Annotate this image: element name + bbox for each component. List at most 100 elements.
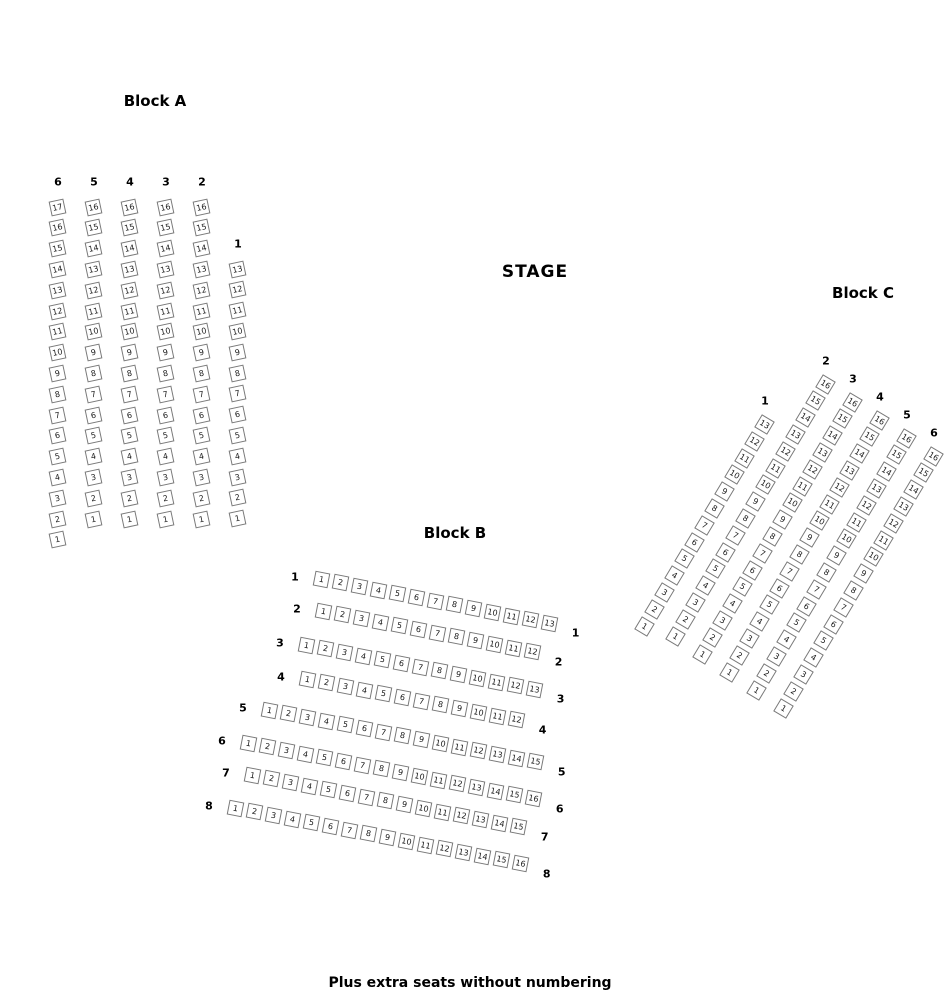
seat-a-row2-7[interactable]: 7 xyxy=(192,385,210,404)
seat-c-row6-9[interactable]: 9 xyxy=(852,563,874,584)
seat-b-row4-8[interactable]: 8 xyxy=(431,696,450,714)
seat-b-row2-7[interactable]: 7 xyxy=(428,624,447,642)
seat-c-row2-13[interactable]: 13 xyxy=(784,424,806,445)
seat-b-row5-14[interactable]: 14 xyxy=(507,749,526,767)
seat-c-row2-2[interactable]: 2 xyxy=(674,608,696,630)
seat-c-row2-8[interactable]: 8 xyxy=(734,508,756,529)
seat-a-row3-9[interactable]: 9 xyxy=(156,343,174,362)
seat-c-row6-16[interactable]: 16 xyxy=(922,445,944,467)
seat-a-row3-16[interactable]: 16 xyxy=(156,198,174,216)
seat-c-row3-7[interactable]: 7 xyxy=(751,542,773,564)
seat-a-row1-2[interactable]: 2 xyxy=(228,488,246,507)
seat-b-row2-8[interactable]: 8 xyxy=(447,628,466,646)
seat-c-row2-14[interactable]: 14 xyxy=(794,407,816,428)
seat-b-row7-8[interactable]: 8 xyxy=(376,792,395,810)
seat-b-row6-4[interactable]: 4 xyxy=(296,745,314,763)
seat-c-row1-12[interactable]: 12 xyxy=(743,430,765,452)
seat-b-row8-14[interactable]: 14 xyxy=(473,847,492,865)
seat-a-row6-16[interactable]: 16 xyxy=(48,218,66,237)
seat-b-row7-7[interactable]: 7 xyxy=(357,788,376,806)
seat-b-row1-9[interactable]: 9 xyxy=(464,599,483,618)
seat-a-row6-2[interactable]: 2 xyxy=(48,510,66,528)
seat-c-row2-6[interactable]: 6 xyxy=(714,541,736,563)
seat-b-row5-8[interactable]: 8 xyxy=(393,727,412,745)
seat-b-row3-4[interactable]: 4 xyxy=(354,647,372,665)
seat-a-row3-4[interactable]: 4 xyxy=(156,447,174,466)
seat-c-row3-10[interactable]: 10 xyxy=(781,492,803,514)
seat-c-row4-13[interactable]: 13 xyxy=(838,460,860,481)
seat-b-row8-5[interactable]: 5 xyxy=(302,814,320,832)
seat-a-row6-6[interactable]: 6 xyxy=(48,426,66,445)
seat-c-row4-7[interactable]: 7 xyxy=(778,560,800,582)
seat-a-row6-10[interactable]: 10 xyxy=(48,343,66,362)
seat-a-row1-12[interactable]: 12 xyxy=(228,280,246,299)
seat-b-row2-1[interactable]: 1 xyxy=(314,602,332,620)
seat-c-row1-8[interactable]: 8 xyxy=(703,498,725,519)
seat-b-row3-6[interactable]: 6 xyxy=(392,654,411,673)
seat-c-row2-16[interactable]: 16 xyxy=(814,373,836,395)
seat-b-row6-7[interactable]: 7 xyxy=(353,756,372,774)
seat-c-row3-2[interactable]: 2 xyxy=(701,626,723,648)
seat-b-row1-6[interactable]: 6 xyxy=(407,588,426,607)
seat-b-row3-12[interactable]: 12 xyxy=(506,676,525,695)
seat-a-row3-7[interactable]: 7 xyxy=(156,385,174,404)
seat-b-row2-12[interactable]: 12 xyxy=(523,642,542,661)
seat-b-row5-4[interactable]: 4 xyxy=(317,712,335,730)
seat-c-row4-1[interactable]: 1 xyxy=(718,661,740,683)
seat-b-row6-16[interactable]: 16 xyxy=(524,789,543,808)
seat-a-row3-1[interactable]: 1 xyxy=(156,510,174,528)
seat-b-row5-12[interactable]: 12 xyxy=(469,741,488,760)
seat-c-row6-2[interactable]: 2 xyxy=(782,680,804,702)
seat-c-row3-1[interactable]: 1 xyxy=(691,643,713,665)
seat-b-row7-15[interactable]: 15 xyxy=(509,818,528,836)
seat-c-row4-4[interactable]: 4 xyxy=(748,611,770,632)
seat-b-row5-7[interactable]: 7 xyxy=(374,723,393,741)
seat-c-row3-8[interactable]: 8 xyxy=(761,526,783,547)
seat-a-row4-1[interactable]: 1 xyxy=(120,510,138,528)
seat-b-row1-12[interactable]: 12 xyxy=(521,610,540,629)
seat-c-row2-4[interactable]: 4 xyxy=(694,575,716,596)
seat-b-row1-4[interactable]: 4 xyxy=(369,581,387,599)
seat-c-row1-3[interactable]: 3 xyxy=(653,582,675,603)
seat-c-row4-12[interactable]: 12 xyxy=(828,476,850,498)
seat-c-row5-15[interactable]: 15 xyxy=(885,444,907,466)
seat-a-row3-8[interactable]: 8 xyxy=(156,364,174,383)
seat-c-row4-5[interactable]: 5 xyxy=(758,594,780,616)
seat-a-row2-12[interactable]: 12 xyxy=(192,281,210,300)
seat-a-row1-1[interactable]: 1 xyxy=(228,509,246,528)
seat-a-row5-14[interactable]: 14 xyxy=(84,239,102,258)
seat-b-row7-13[interactable]: 13 xyxy=(471,810,490,829)
seat-a-row4-2[interactable]: 2 xyxy=(120,489,138,508)
seat-c-row3-16[interactable]: 16 xyxy=(841,391,863,413)
seat-c-row2-12[interactable]: 12 xyxy=(774,440,796,462)
seat-a-row6-4[interactable]: 4 xyxy=(48,468,66,487)
seat-c-row1-5[interactable]: 5 xyxy=(673,548,695,570)
seat-c-row3-9[interactable]: 9 xyxy=(771,509,793,530)
seat-a-row2-8[interactable]: 8 xyxy=(192,364,210,383)
seat-b-row6-1[interactable]: 1 xyxy=(239,734,257,752)
seat-c-row4-6[interactable]: 6 xyxy=(768,577,790,599)
seat-c-row6-8[interactable]: 8 xyxy=(842,580,864,601)
seat-a-row3-14[interactable]: 14 xyxy=(156,239,174,258)
seat-a-row4-9[interactable]: 9 xyxy=(120,343,138,362)
seat-a-row1-3[interactable]: 3 xyxy=(228,468,246,486)
seat-a-row2-14[interactable]: 14 xyxy=(192,239,210,258)
seat-b-row7-6[interactable]: 6 xyxy=(338,784,357,803)
seat-a-row6-12[interactable]: 12 xyxy=(48,302,66,320)
seat-c-row1-2[interactable]: 2 xyxy=(643,598,665,620)
seat-b-row6-6[interactable]: 6 xyxy=(334,752,353,771)
seat-a-row2-1[interactable]: 1 xyxy=(192,510,210,528)
seat-b-row2-10[interactable]: 10 xyxy=(485,635,504,654)
seat-b-row5-1[interactable]: 1 xyxy=(260,701,278,719)
seat-c-row4-11[interactable]: 11 xyxy=(818,493,840,515)
seat-c-row6-12[interactable]: 12 xyxy=(882,512,904,534)
seat-b-row6-5[interactable]: 5 xyxy=(315,749,333,767)
seat-b-row5-10[interactable]: 10 xyxy=(431,734,450,753)
seat-a-row4-14[interactable]: 14 xyxy=(120,239,138,258)
seat-b-row8-2[interactable]: 2 xyxy=(245,802,263,821)
seat-a-row6-17[interactable]: 17 xyxy=(48,198,66,216)
seat-b-row5-11[interactable]: 11 xyxy=(450,738,469,756)
seat-a-row4-6[interactable]: 6 xyxy=(120,406,138,424)
seat-b-row8-13[interactable]: 13 xyxy=(454,843,473,862)
seat-a-row4-4[interactable]: 4 xyxy=(120,447,138,466)
